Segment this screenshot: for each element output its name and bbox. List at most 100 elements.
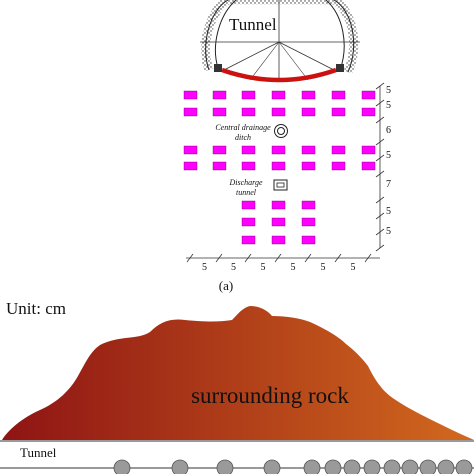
drainage-hole-grid xyxy=(183,90,376,245)
bottom-dim-label: 5 xyxy=(291,262,296,273)
drain-hole-block xyxy=(241,145,256,155)
drain-hole-block xyxy=(241,161,256,171)
caption-a: (a) xyxy=(219,278,233,293)
dim-tick xyxy=(375,244,385,252)
drain-hole-block xyxy=(361,145,376,155)
invert-arch xyxy=(221,67,337,83)
drain-hole-circle xyxy=(383,459,401,474)
dim-tick xyxy=(375,228,385,236)
drain-hole-block xyxy=(241,217,256,227)
drain-hole-block xyxy=(361,161,376,171)
dim-tick xyxy=(375,154,385,162)
drain-hole-circle xyxy=(343,459,361,474)
drain-hole-block xyxy=(301,90,316,100)
drain-hole-circle xyxy=(401,459,419,474)
drain-hole-block xyxy=(271,217,286,227)
drain-hole-block xyxy=(331,107,346,117)
dim-tick xyxy=(375,138,385,146)
drain-hole-block xyxy=(212,145,227,155)
drain-hole-block xyxy=(301,235,316,245)
dim-tick xyxy=(375,116,385,124)
drain-hole-circle xyxy=(437,459,455,474)
discharge-tunnel: Discharge tunnel xyxy=(228,178,288,197)
drain-hole-block xyxy=(241,107,256,117)
bottom-dim-label: 5 xyxy=(202,262,207,273)
drain-hole-circle xyxy=(171,459,189,474)
dim-tick xyxy=(274,253,282,263)
unit-label: Unit: cm xyxy=(6,299,66,318)
dim-tick xyxy=(375,170,385,178)
drain-hole-block xyxy=(241,200,256,210)
bottom-dimension-line: 5 5 5 5 5 5 xyxy=(186,253,380,273)
drain-hole-block xyxy=(271,200,286,210)
right-dim-label: 5 xyxy=(386,226,391,237)
tunnel-label-b: Tunnel xyxy=(20,445,57,460)
drain-hole-circle xyxy=(455,459,473,474)
drain-hole-block xyxy=(331,145,346,155)
drain-hole-block xyxy=(301,107,316,117)
drain-hole-block xyxy=(301,145,316,155)
panel-a: Tunnel Central drainage ditch Discharge … xyxy=(183,0,391,293)
drain-hole-block xyxy=(361,90,376,100)
dim-tick xyxy=(375,212,385,220)
drain-hole-block xyxy=(271,145,286,155)
drainage-hole-row xyxy=(113,459,473,474)
discharge-label-line2: tunnel xyxy=(236,188,257,197)
drain-hole-circle xyxy=(216,459,234,474)
drain-hole-block xyxy=(271,161,286,171)
drain-hole-block xyxy=(241,235,256,245)
drain-hole-circle xyxy=(113,459,131,474)
drain-hole-block xyxy=(301,161,316,171)
drain-hole-block xyxy=(212,107,227,117)
drain-hole-block xyxy=(271,107,286,117)
dim-tick xyxy=(186,253,194,263)
drain-label-line1: Central drainage xyxy=(215,123,271,132)
drain-hole-circle xyxy=(363,459,381,474)
drain-hole-block xyxy=(212,90,227,100)
dim-tick xyxy=(215,253,223,263)
right-dimension-line: 5 5 6 5 7 5 5 xyxy=(375,82,391,252)
tunnel-label-a: Tunnel xyxy=(229,15,277,34)
dim-tick xyxy=(375,99,385,107)
right-dim-label: 5 xyxy=(386,150,391,161)
dim-tick xyxy=(364,253,372,263)
drain-label-line2: ditch xyxy=(235,133,251,142)
right-dim-label: 6 xyxy=(386,125,391,136)
discharge-label-line1: Discharge xyxy=(228,178,262,187)
drain-hole-block xyxy=(271,90,286,100)
drain-hole-block xyxy=(301,200,316,210)
drain-hole-block xyxy=(183,90,198,100)
drain-hole-block xyxy=(301,217,316,227)
drain-hole-block xyxy=(241,90,256,100)
drain-hole-block xyxy=(331,90,346,100)
drain-hole-block xyxy=(331,161,346,171)
surrounding-rock-mass xyxy=(2,306,474,440)
drain-hole-block xyxy=(183,107,198,117)
bottom-dim-label: 5 xyxy=(351,262,356,273)
right-dim-label: 5 xyxy=(386,206,391,217)
drain-hole-circle xyxy=(263,459,281,474)
drain-hole-block xyxy=(271,235,286,245)
drain-hole-block xyxy=(212,161,227,171)
right-dim-label: 5 xyxy=(386,100,391,111)
panel-b: Unit: cm surrounding rock Tunnel xyxy=(0,299,474,474)
drain-hole-circle xyxy=(419,459,437,474)
drain-hole-circle xyxy=(303,459,321,474)
bottom-dim-label: 5 xyxy=(261,262,266,273)
dim-tick xyxy=(304,253,312,263)
drain-hole-block xyxy=(361,107,376,117)
right-dim-label: 7 xyxy=(386,179,391,190)
drain-hole-circle xyxy=(324,459,342,474)
right-dim-label: 5 xyxy=(386,85,391,96)
dim-tick xyxy=(375,82,385,90)
drain-hole-block xyxy=(183,161,198,171)
central-drainage-ditch: Central drainage ditch xyxy=(215,123,288,142)
rock-label: surrounding rock xyxy=(191,383,349,408)
bottom-dim-label: 5 xyxy=(231,262,236,273)
dim-tick xyxy=(334,253,342,263)
bottom-dim-label: 5 xyxy=(321,262,326,273)
dim-tick xyxy=(375,196,385,204)
drain-hole-block xyxy=(183,145,198,155)
dim-tick xyxy=(244,253,252,263)
